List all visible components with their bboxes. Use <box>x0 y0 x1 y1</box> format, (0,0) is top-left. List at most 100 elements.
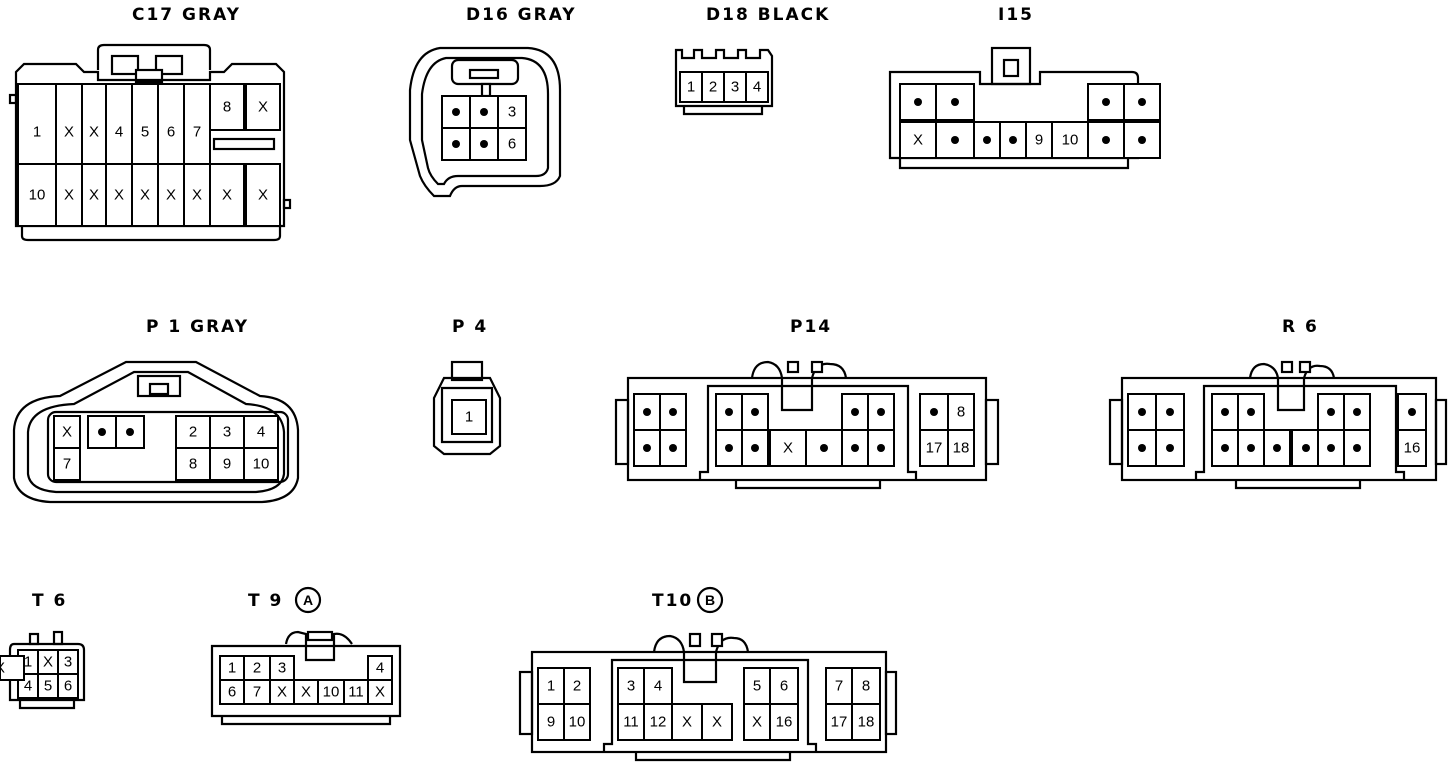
pin-cell <box>243 447 279 481</box>
pin-cell <box>269 679 295 705</box>
pin-dot <box>1353 444 1361 452</box>
pin-label: 3 <box>627 678 635 695</box>
pin-label: 6 <box>780 678 788 695</box>
pin-dot <box>820 444 828 452</box>
pin-dot <box>951 98 959 106</box>
connector-housing-d16 <box>408 46 562 198</box>
pin-label: 6 <box>167 124 175 141</box>
pin-cell <box>851 703 881 741</box>
pin-label: 4 <box>257 424 265 441</box>
pin-label: X <box>277 684 287 701</box>
pin-cell <box>497 127 527 161</box>
pin-cell <box>81 163 107 227</box>
pin-dot <box>1102 136 1110 144</box>
connector-badge-t10 <box>696 586 724 614</box>
pin-cell <box>1025 121 1053 159</box>
pin-cell <box>209 163 245 227</box>
pin-label: 1 <box>465 409 473 426</box>
pin-label: X <box>783 440 793 457</box>
pin-cell <box>537 703 565 741</box>
pin-dot <box>1247 444 1255 452</box>
pin-label: X <box>140 187 150 204</box>
connector-badge-t9 <box>294 586 322 614</box>
pin-dot <box>669 408 677 416</box>
pin-dot <box>1273 444 1281 452</box>
connector-badge-label-t10: B <box>705 592 715 608</box>
pin-label: X <box>62 424 72 441</box>
pin-label: 2 <box>189 424 197 441</box>
pin-label: 16 <box>1404 440 1421 457</box>
pin-dot <box>1138 444 1146 452</box>
pin-cell <box>243 655 271 681</box>
pin-label: X <box>913 132 923 149</box>
pin-cell <box>1397 429 1427 467</box>
pin-label: 1 <box>228 660 236 677</box>
pin-label: X <box>89 187 99 204</box>
pin-label: X <box>64 187 74 204</box>
pin-dot <box>1221 444 1229 452</box>
pin-label: 7 <box>63 456 71 473</box>
pin-label: X <box>301 684 311 701</box>
pin-label: 10 <box>253 456 270 473</box>
pin-dot <box>877 408 885 416</box>
connector-title-d18: D18 BLACK <box>706 5 830 25</box>
pin-cell <box>563 667 591 705</box>
connector-r6: R 6 16 <box>1108 317 1448 490</box>
pin-dot <box>126 428 134 436</box>
pin-dot <box>951 136 959 144</box>
pin-label: X <box>258 187 268 204</box>
pin-label: 3 <box>64 654 72 671</box>
pin-dot <box>851 444 859 452</box>
pin-cell <box>209 415 245 449</box>
pin-label: 7 <box>253 684 261 701</box>
connector-title-t9: T 9 <box>248 591 283 611</box>
pin-dot <box>1166 408 1174 416</box>
pin-label: 9 <box>223 456 231 473</box>
pin-dot <box>914 98 922 106</box>
pin-cell <box>183 163 211 227</box>
connector-housing-p4 <box>432 360 502 456</box>
connector-housing-p14 <box>614 360 1000 490</box>
pin-cell <box>671 703 703 741</box>
connector-title-t6: T 6 <box>32 591 67 611</box>
connector-housing-t10 <box>518 632 898 762</box>
pin-dot <box>851 408 859 416</box>
pin-cell <box>209 447 245 481</box>
pin-grid-t9: 1234X67XX1011X <box>0 655 393 705</box>
connector-title-p4: P 4 <box>452 317 488 337</box>
pin-cell <box>741 393 769 431</box>
pin-label: 3 <box>278 660 286 677</box>
connector-housing-d18 <box>674 48 774 116</box>
pin-cell <box>947 393 975 431</box>
pin-label: 4 <box>115 124 123 141</box>
pin-cell <box>825 703 853 741</box>
pin-cell <box>245 83 281 131</box>
pin-label: X <box>43 654 53 671</box>
pin-label: 4 <box>376 660 384 677</box>
pin-dot <box>98 428 106 436</box>
connector-title-t10: T10 <box>652 591 693 611</box>
pin-label: X <box>89 124 99 141</box>
pin-dot <box>1138 136 1146 144</box>
pin-label: 8 <box>862 678 870 695</box>
pin-cell <box>115 415 145 449</box>
pin-label: 4 <box>24 678 32 695</box>
connector-title-r6: R 6 <box>1282 317 1319 337</box>
pin-label: 4 <box>654 678 662 695</box>
pin-cell <box>57 673 79 699</box>
connector-housing-r6 <box>1108 360 1448 490</box>
pin-label: 4 <box>753 79 761 96</box>
pin-cell <box>769 703 799 741</box>
